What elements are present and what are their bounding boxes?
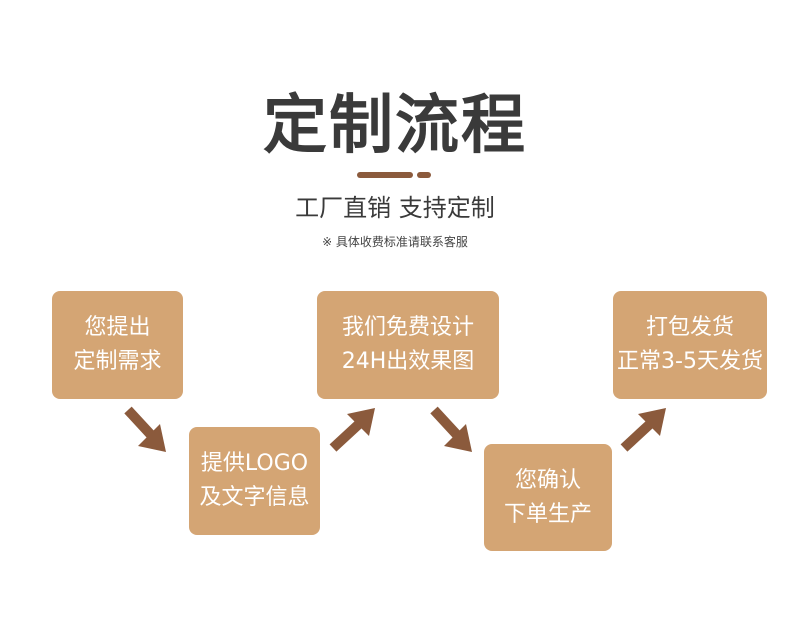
- step-line-1: 您确认: [514, 467, 581, 493]
- arrow-down-right-icon: [124, 406, 166, 452]
- step-provide-logo: 提供LOGO 及文字信息: [189, 427, 320, 535]
- step-line-2: 正常3-5天发货: [617, 349, 763, 374]
- arrow-down-right-icon: [430, 406, 472, 452]
- step-confirm-order: 您确认 下单生产: [484, 444, 612, 551]
- divider-bar-long: [357, 172, 413, 178]
- step-line-1: 打包发货: [645, 315, 734, 340]
- step-free-design: 我们免费设计 24H出效果图: [317, 291, 499, 399]
- page-subtitle: 工厂直销 支持定制: [295, 194, 495, 222]
- pricing-note: ※ 具体收费标准请联系客服: [322, 235, 468, 249]
- step-line-2: 及文字信息: [199, 485, 310, 510]
- step-line-1: 您提出: [84, 315, 151, 340]
- step-line-2: 24H出效果图: [341, 349, 475, 374]
- step-line-1: 提供LOGO: [200, 451, 309, 476]
- step-ship: 打包发货 正常3-5天发货: [613, 291, 767, 399]
- step-line-1: 我们免费设计: [341, 315, 474, 340]
- arrow-up-right-icon: [329, 408, 375, 452]
- arrow-up-right-icon: [620, 408, 666, 452]
- step-line-2: 定制需求: [73, 349, 162, 374]
- page-title: 定制流程: [263, 89, 527, 163]
- divider-bar-short: [417, 172, 431, 178]
- step-line-2: 下单生产: [503, 501, 592, 527]
- step-submit-request: 您提出 定制需求: [52, 291, 183, 399]
